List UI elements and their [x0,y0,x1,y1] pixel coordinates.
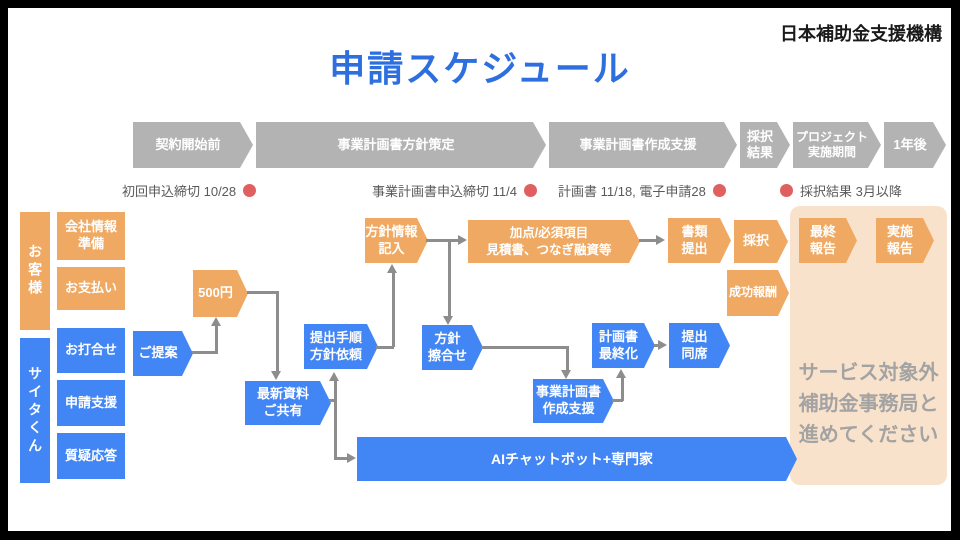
connector-bonus-to-docsubmit [639,239,658,242]
node-policy-entry: 方針情報 記入 [365,218,428,263]
milestone-label: 事業計画書申込締切 11/4 [372,183,517,199]
connector-latestdocs-junction [334,381,337,458]
node-success-fee: 成功報酬 [727,270,789,316]
lane-item-payment: お支払い [57,267,125,310]
node-plan-finalize: 計画書 最終化 [592,323,655,368]
arrow-down-icon [561,370,571,379]
arrow-up-icon [616,369,626,378]
organization-name: 日本補助金支援機構 [780,24,942,44]
connector-junction-to-aibar [334,457,350,460]
node-adoption: 採択 [734,220,788,263]
milestone-label: 計画書 11/18, 電子申請28 [558,183,706,199]
arrow-down-icon [443,316,453,325]
connector-align-to-plansupport [481,346,568,349]
arrow-up-icon [211,317,221,326]
lane-saita-rail: サイタくん [20,338,50,483]
milestone-label: 採択結果 3月以降 [800,183,902,199]
lane-item-company-info: 会社情報 準備 [57,212,125,260]
lane-customer-rail: お客様 [20,212,50,330]
phase-before-contract: 契約開始前 [133,122,253,168]
lane-item-qa: 質疑応答 [57,433,125,479]
page-title: 申請スケジュール [329,48,631,89]
arrow-right-icon [347,453,356,463]
connector-procedure-to-policyentry [392,272,395,347]
arrow-down-icon [271,371,281,380]
node-submit-attend: 提出 同席 [669,323,730,368]
node-doc-submit: 書類 提出 [668,218,731,263]
node-fee-500yen: 500円 [193,270,248,317]
milestone-dot [780,183,793,197]
arrow-right-icon [658,340,667,350]
milestone-first-deadline: 初回申込締切 10/28 [122,182,257,199]
connector-proposal-to-fee [215,325,218,352]
milestone-adoption-result: 採択結果 3月以降 [780,182,902,199]
phase-plan-support: 事業計画書作成支援 [549,122,737,168]
connector-align-to-plansupport [566,346,569,370]
arrow-right-icon [458,235,467,245]
milestone-eapplication: 計画書 11/18, 電子申請28 [558,182,726,199]
arrow-up-icon [329,372,339,381]
connector-proposal-to-fee [192,351,218,354]
node-submit-procedure: 提出手順 方針依頼 [304,324,378,369]
connector-plansupport-to-finalize [621,377,624,401]
connector-policyentry-to-align [448,239,451,316]
connector-plansupport-to-finalize [612,399,623,402]
connector-policyentry-to-bonus [426,239,460,242]
connector-finalize-to-attend [654,344,661,347]
node-proposal: ご提案 [133,331,193,376]
lane-item-application-support: 申請支援 [57,380,125,426]
milestone-dot [243,183,257,197]
node-final-report: 最終 報告 [799,218,857,263]
lane-item-meeting: お打合せ [57,328,125,373]
connector-latestdocs-junction [329,399,337,402]
phase-plan-policy: 事業計画書方針策定 [256,122,546,168]
out-of-service-note: サービス対象外 補助金事務局と 進めてください [798,362,939,446]
milestone-dot [523,183,537,197]
node-policy-align: 方針 擦合せ [422,325,483,370]
milestone-plan-deadline: 事業計画書申込締切 11/4 [372,182,537,199]
connector-fee-to-latestdocs [276,291,279,371]
phase-project-period: プロジェクト 実施期間 [793,122,881,168]
phase-one-year-later: 1年後 [884,122,946,168]
milestone-label: 初回申込締切 10/28 [122,183,237,199]
arrow-right-icon [656,235,665,245]
node-plan-support: 事業計画書 作成支援 [533,379,614,423]
node-bonus-items: 加点/必須項目 見積書、つなぎ融資等 [468,220,640,263]
connector-fee-to-latestdocs [247,291,278,294]
node-impl-report: 実施 報告 [876,218,934,263]
connector-procedure-to-policyentry [376,346,394,349]
milestone-dot [712,183,726,197]
node-latest-docs: 最新資料 ご共有 [245,381,331,425]
node-ai-chatbot-bar: AIチャットボット+専門家 [357,437,797,481]
arrow-up-icon [387,264,397,273]
